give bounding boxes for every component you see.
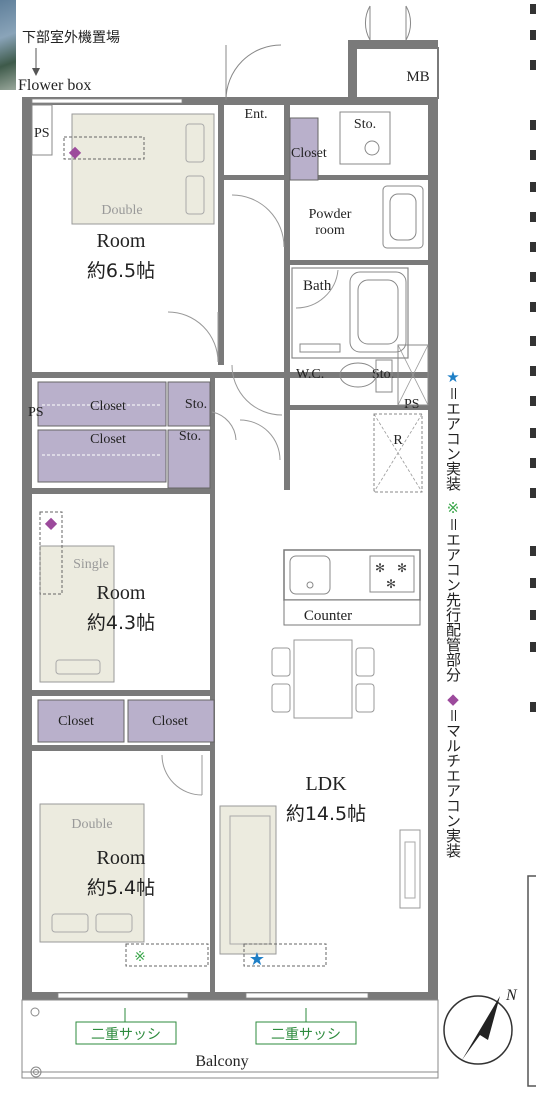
closet-room3-right-label: Closet xyxy=(152,714,188,729)
balcony xyxy=(21,999,439,1079)
asterisk-marker-room3: ※ xyxy=(134,950,146,965)
closet-lower-label: Closet xyxy=(90,432,126,447)
ldk-size: 約14.5帖 xyxy=(286,803,366,825)
mb-label: MB xyxy=(406,69,429,85)
closet-upper-label: Closet xyxy=(90,399,126,414)
ps-middle-label: PS xyxy=(28,405,44,420)
counter-label: Counter xyxy=(304,608,352,624)
svg-text:✻: ✻ xyxy=(375,561,385,575)
room3-label: Room xyxy=(97,847,146,869)
closet-entrance-label: Closet xyxy=(291,146,327,161)
refrigerator-label: R xyxy=(393,433,403,448)
storage-top-label: Sto. xyxy=(354,117,376,132)
room1-size: 約6.5帖 xyxy=(87,260,155,282)
diamond-marker-room1: ◆ xyxy=(69,144,82,161)
legend-asterisk-icon: ※ xyxy=(444,499,462,518)
double-sash-right: 二重サッシ xyxy=(271,1027,341,1043)
closets xyxy=(37,117,319,743)
door-swings xyxy=(161,194,339,796)
legend-asterisk-text: ＝エアコン先行配管部分 xyxy=(444,517,462,683)
balcony-label: Balcony xyxy=(195,1053,248,1070)
powder-room-label-line2: room xyxy=(315,223,345,238)
interior-walls xyxy=(32,105,428,1012)
flower-box-label: Flower box xyxy=(18,77,91,94)
outer-walls xyxy=(22,40,438,1000)
ldk-label: LDK xyxy=(305,773,347,795)
svg-text:✻: ✻ xyxy=(386,577,396,591)
ps-top-label: PS xyxy=(34,126,50,141)
star-marker-ldk: ★ xyxy=(249,949,265,969)
svg-text:✻: ✻ xyxy=(397,561,407,575)
closet-room3-left-label: Closet xyxy=(58,714,94,729)
legend-diamond-text: ＝マルチエアコン実装 xyxy=(444,708,462,859)
north-label: N xyxy=(505,987,518,1004)
beds xyxy=(39,113,215,943)
room3-size: 約5.4帖 xyxy=(87,877,155,899)
wc-label: W.C. xyxy=(296,367,324,382)
edge-markers xyxy=(530,4,536,712)
double-sash-left: 二重サッシ xyxy=(91,1027,161,1043)
diamond-marker-room2: ◆ xyxy=(45,515,58,532)
bath-label: Bath xyxy=(303,278,332,294)
room2-size: 約4.3帖 xyxy=(87,612,155,634)
entrance-label: Ent. xyxy=(245,107,268,122)
bed-room3-label: Double xyxy=(71,817,112,832)
legend-diamond-icon: ◆ xyxy=(444,690,462,709)
room2-label: Room xyxy=(97,582,146,604)
storage-upper-label: Sto. xyxy=(185,397,207,412)
legend: ★＝エアコン実装 ※＝エアコン先行配管部分 ◆＝マルチエアコン実装 xyxy=(440,368,464,858)
storage-lower-label: Sto. xyxy=(179,429,201,444)
legend-star-text: ＝エアコン実装 xyxy=(444,386,462,492)
bed-room1-label: Double xyxy=(101,203,142,218)
outdoor-unit-label: 下部室外機置場 xyxy=(22,29,120,46)
bed-room2-label: Single xyxy=(73,557,109,572)
north-compass: N xyxy=(443,987,518,1065)
room1-label: Room xyxy=(97,230,146,252)
photo-thumbnail xyxy=(0,0,16,90)
powder-room-label-line1: Powder xyxy=(309,207,352,222)
storage-wc-label: Sto. xyxy=(372,367,394,382)
legend-star-icon: ★ xyxy=(444,368,462,386)
